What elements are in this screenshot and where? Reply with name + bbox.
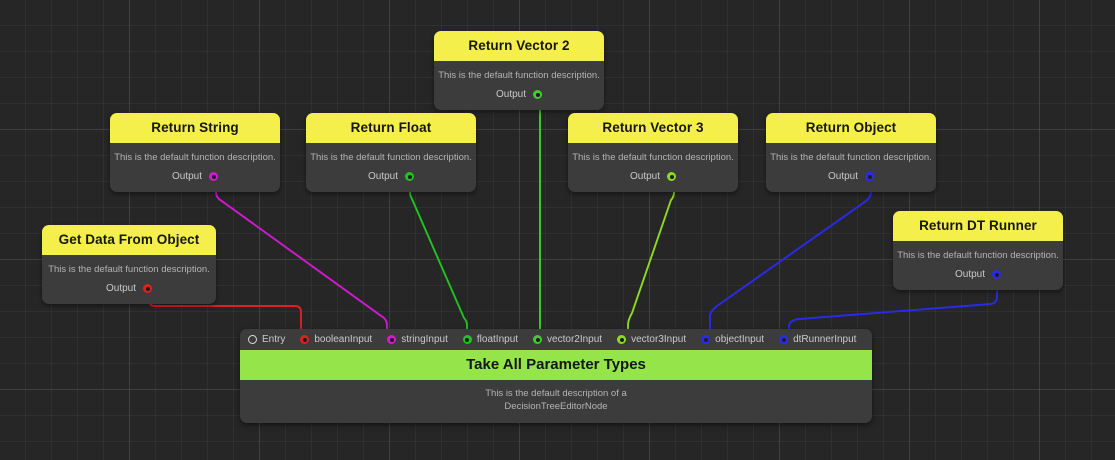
node-description: This is the default function description… (114, 152, 276, 163)
input-port-label: vector2Input (547, 334, 603, 345)
input-port-row[interactable]: Entry booleanInput stringInput floatInpu… (240, 329, 872, 350)
node-title: Return String (110, 113, 280, 143)
node-output-row[interactable]: Output (766, 164, 936, 192)
wire-float-to-float (409, 181, 468, 334)
node-return-object[interactable]: Return Object This is the default functi… (766, 113, 936, 192)
node-return-string[interactable]: Return String This is the default functi… (110, 113, 280, 192)
entry-port-dot[interactable] (248, 335, 257, 344)
node-description: This is the default function description… (48, 264, 210, 275)
node-take-all-parameter-types[interactable]: Entry booleanInput stringInput floatInpu… (240, 329, 872, 423)
input-port-floatInput[interactable]: floatInput (462, 334, 519, 345)
node-return-dt-runner[interactable]: Return DT Runner This is the default fun… (893, 211, 1063, 290)
boolean-port-dot[interactable] (300, 335, 310, 344)
node-title: Return Vector 3 (568, 113, 738, 143)
input-port-label: stringInput (401, 334, 448, 345)
object-port-dot[interactable] (701, 335, 711, 344)
wire-string-to-string (215, 181, 388, 334)
output-port-label: Output (367, 171, 399, 182)
output-port-label: Output (954, 269, 986, 280)
node-title: Return Object (766, 113, 936, 143)
wire-vector3-to-vector3 (627, 181, 675, 334)
input-port-objectInput[interactable]: objectInput (701, 334, 764, 345)
main-node-title: Take All Parameter Types (240, 350, 872, 380)
input-port-label: objectInput (715, 334, 765, 345)
output-port-label: Output (495, 89, 527, 100)
float-port-dot[interactable] (462, 335, 472, 344)
vector2-port-dot[interactable] (533, 335, 543, 344)
vector3-port-dot[interactable] (617, 335, 627, 344)
node-title: Get Data From Object (42, 225, 216, 255)
main-node-description: This is the default description of a Dec… (240, 380, 872, 423)
node-output-row[interactable]: Output (434, 82, 604, 110)
input-port-label: vector3Input (631, 334, 687, 345)
output-port-dot[interactable] (143, 284, 153, 293)
node-return-vector-2[interactable]: Return Vector 2 This is the default func… (434, 31, 604, 110)
node-return-float[interactable]: Return Float This is the default functio… (306, 113, 476, 192)
node-description: This is the default function description… (770, 152, 932, 163)
node-output-row[interactable]: Output (568, 164, 738, 192)
input-port-label: dtRunnerInput (793, 334, 857, 345)
output-port-dot[interactable] (992, 270, 1002, 279)
output-port-dot[interactable] (209, 172, 219, 181)
main-node-description-line2: DecisionTreeEditorNode (504, 400, 608, 412)
output-port-label: Output (105, 283, 137, 294)
node-description: This is the default function description… (310, 152, 472, 163)
node-output-row[interactable]: Output (42, 276, 216, 304)
input-port-label: floatInput (476, 334, 519, 345)
output-port-dot[interactable] (405, 172, 415, 181)
node-description: This is the default function description… (897, 250, 1059, 261)
input-port-entry[interactable]: Entry (248, 334, 285, 345)
input-port-booleanInput[interactable]: booleanInput (300, 334, 372, 345)
output-port-dot[interactable] (533, 90, 543, 99)
input-port-vector2Input[interactable]: vector2Input (533, 334, 602, 345)
node-description: This is the default function description… (572, 152, 734, 163)
main-node-description-line1: This is the default description of a (485, 388, 627, 399)
output-port-dot[interactable] (667, 172, 677, 181)
node-title: Return Vector 2 (434, 31, 604, 61)
input-port-label: booleanInput (314, 334, 373, 345)
wire-object-to-object (709, 181, 872, 334)
node-output-row[interactable]: Output (893, 262, 1063, 290)
node-title: Return DT Runner (893, 211, 1063, 241)
node-get-data-from-object[interactable]: Get Data From Object This is the default… (42, 225, 216, 304)
node-description: This is the default function description… (438, 70, 600, 81)
output-port-label: Output (171, 171, 203, 182)
node-title: Return Float (306, 113, 476, 143)
input-port-label: Entry (262, 334, 286, 345)
dtrunner-port-dot[interactable] (779, 335, 789, 344)
string-port-dot[interactable] (387, 335, 397, 344)
node-output-row[interactable]: Output (110, 164, 280, 192)
node-return-vector-3[interactable]: Return Vector 3 This is the default func… (568, 113, 738, 192)
node-output-row[interactable]: Output (306, 164, 476, 192)
input-port-stringInput[interactable]: stringInput (387, 334, 448, 345)
input-port-dtRunnerInput[interactable]: dtRunnerInput (779, 334, 856, 345)
input-port-vector3Input[interactable]: vector3Input (617, 334, 686, 345)
output-port-label: Output (629, 171, 661, 182)
output-port-dot[interactable] (865, 172, 875, 181)
output-port-label: Output (827, 171, 859, 182)
